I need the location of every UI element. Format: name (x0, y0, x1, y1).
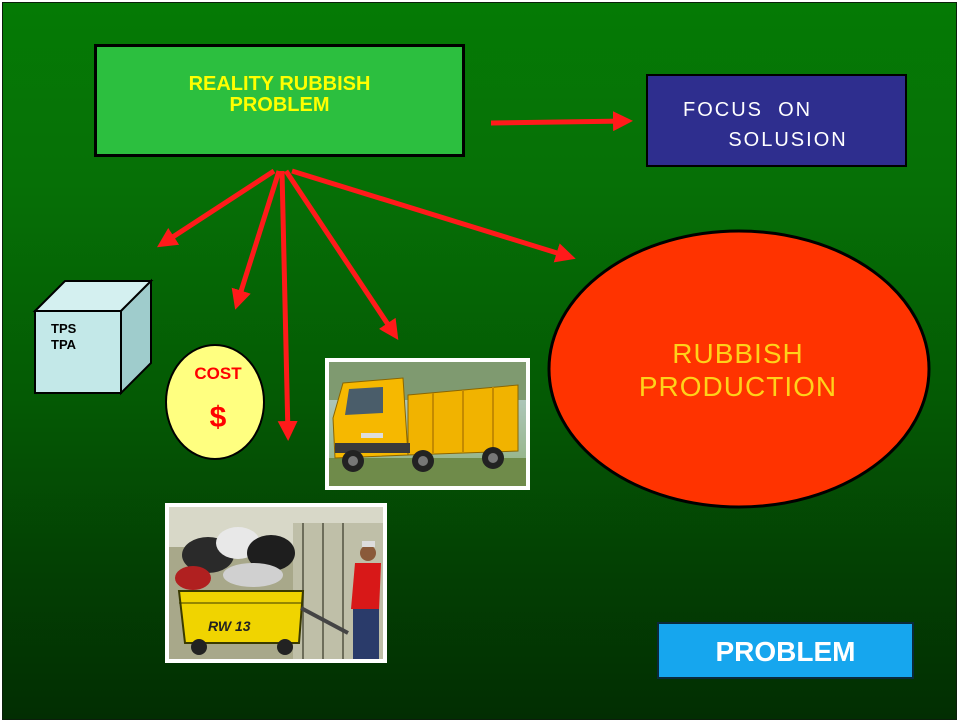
dollar-sign-icon: $ (209, 401, 227, 434)
cube-front-face (34, 310, 122, 394)
tps-tpa-box (32, 278, 154, 396)
reality-rubbish-problem-box: REALITY RUBBISH PROBLEM (94, 44, 465, 157)
arrow-to-cost (231, 170, 282, 310)
cost-label: COST (194, 364, 242, 383)
arrow-to-tps (156, 168, 276, 248)
arrow-to-cart (277, 170, 298, 441)
tps-tpa-label: TPS TPA (51, 321, 77, 352)
problem-box: PROBLEM (657, 622, 914, 679)
cart-text: RW 13 (208, 618, 251, 634)
garbage-truck-photo (325, 358, 530, 490)
connector-arrows (156, 111, 633, 441)
garbage-cart-worker-photo: RW 13 (165, 503, 387, 663)
rubbish-production-ellipse (547, 229, 931, 509)
problem-label: PROBLEM (715, 636, 856, 667)
reality-rubbish-problem-label: REALITY RUBBISH PROBLEM (188, 73, 371, 116)
focus-on-solusion-box: FOCUS ON SOLUSION (646, 74, 907, 167)
arrow-to-truck (283, 169, 399, 340)
arrow-to-production (291, 168, 576, 263)
focus-on-solusion-label: FOCUS ON SOLUSION (683, 99, 848, 151)
arrow-to-focus (490, 111, 633, 132)
rubbish-production-label: RUBBISH PRODUCTION (638, 338, 838, 402)
diagram-canvas: RW 13 (32, 111, 931, 663)
cost-circle (165, 344, 265, 460)
cube-side-face (120, 278, 152, 396)
